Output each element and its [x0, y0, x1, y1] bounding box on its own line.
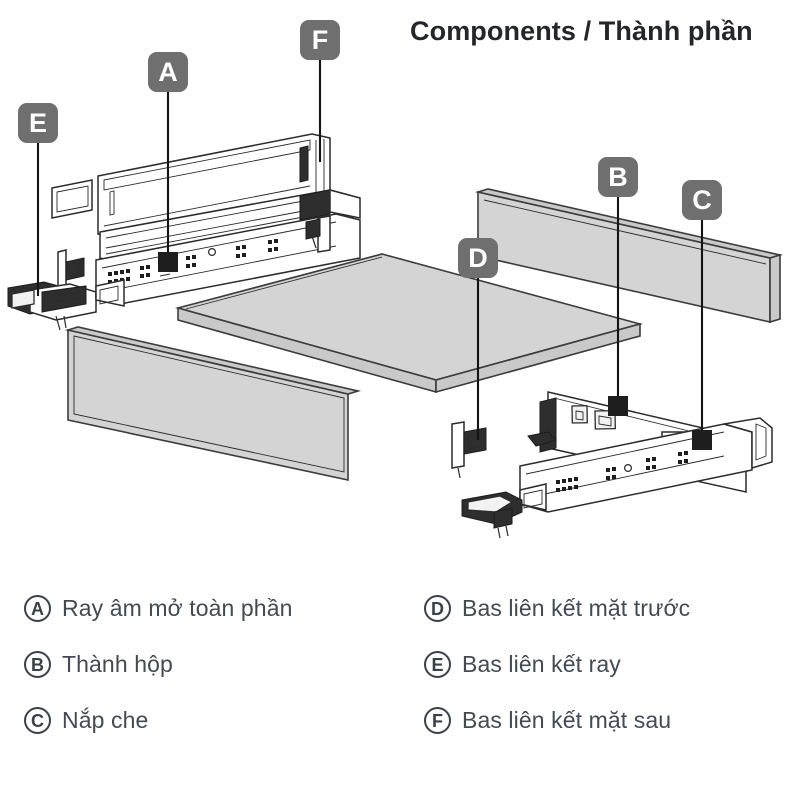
legend-label-e: Bas liên kết ray [462, 650, 621, 677]
part-drawer-side-wall-right [474, 188, 784, 324]
part-slide-clip-bracket [461, 491, 523, 539]
legend-item-d: D Bas liên kết mặt trước [424, 580, 800, 636]
part-drawer-side-wall-upper-left [97, 133, 331, 239]
legend-badge-a: A [24, 594, 51, 622]
part-front-connector-bracket [451, 421, 487, 479]
part-back-connector-plate [51, 179, 93, 219]
callout-marker-a[interactable]: A [148, 52, 188, 92]
legend-item-b: B Thành hộp [24, 636, 414, 692]
legend-badge-b: B [24, 650, 51, 678]
part-drawer-bottom-panel [174, 253, 644, 394]
legend-badge-d: D [424, 594, 451, 622]
leader-endpoint-c [692, 430, 712, 450]
part-rear-connector-bracket [305, 215, 331, 253]
callout-marker-c[interactable]: C [682, 180, 722, 220]
legend-badge-e: E [424, 650, 451, 678]
legend-label-b: Thành hộp [62, 650, 173, 677]
legend-column-left: A Ray âm mở toàn phần B Thành hộp C Nắp … [24, 580, 414, 748]
legend-item-f: F Bas liên kết mặt sau [424, 692, 800, 748]
exploded-assembly-diagram: .pnl { fill:#d4d4d4; stroke:#3b3b3b; str… [7, 60, 784, 539]
part-drawer-front-panel [64, 326, 362, 481]
legend-label-f: Bas liên kết mặt sau [462, 706, 672, 733]
legend-item-a: A Ray âm mở toàn phần [24, 580, 414, 636]
callout-marker-e[interactable]: E [18, 103, 58, 143]
part-undermount-slide-upper-left [95, 189, 361, 307]
legend-badge-c: C [24, 706, 51, 734]
leader-endpoint-a [158, 252, 178, 272]
components-legend: A Ray âm mở toàn phần B Thành hộp C Nắp … [0, 580, 800, 760]
part-rail-connector-bracket-left [7, 281, 97, 331]
legend-label-d: Bas liên kết mặt trước [462, 594, 691, 621]
callout-marker-f[interactable]: F [300, 20, 340, 60]
leader-lines [36, 60, 712, 450]
legend-label-a: Ray âm mở toàn phần [62, 594, 293, 621]
legend-label-c: Nắp che [62, 706, 149, 733]
legend-column-right: D Bas liên kết mặt trước E Bas liên kết … [424, 580, 800, 748]
legend-item-e: E Bas liên kết ray [424, 636, 800, 692]
legend-item-c: C Nắp che [24, 692, 414, 748]
leader-endpoint-b [608, 396, 628, 416]
callout-marker-d[interactable]: D [458, 238, 498, 278]
legend-badge-f: F [424, 706, 451, 734]
page-title: Components / Thành phần [410, 16, 753, 46]
callout-marker-b[interactable]: B [598, 157, 638, 197]
